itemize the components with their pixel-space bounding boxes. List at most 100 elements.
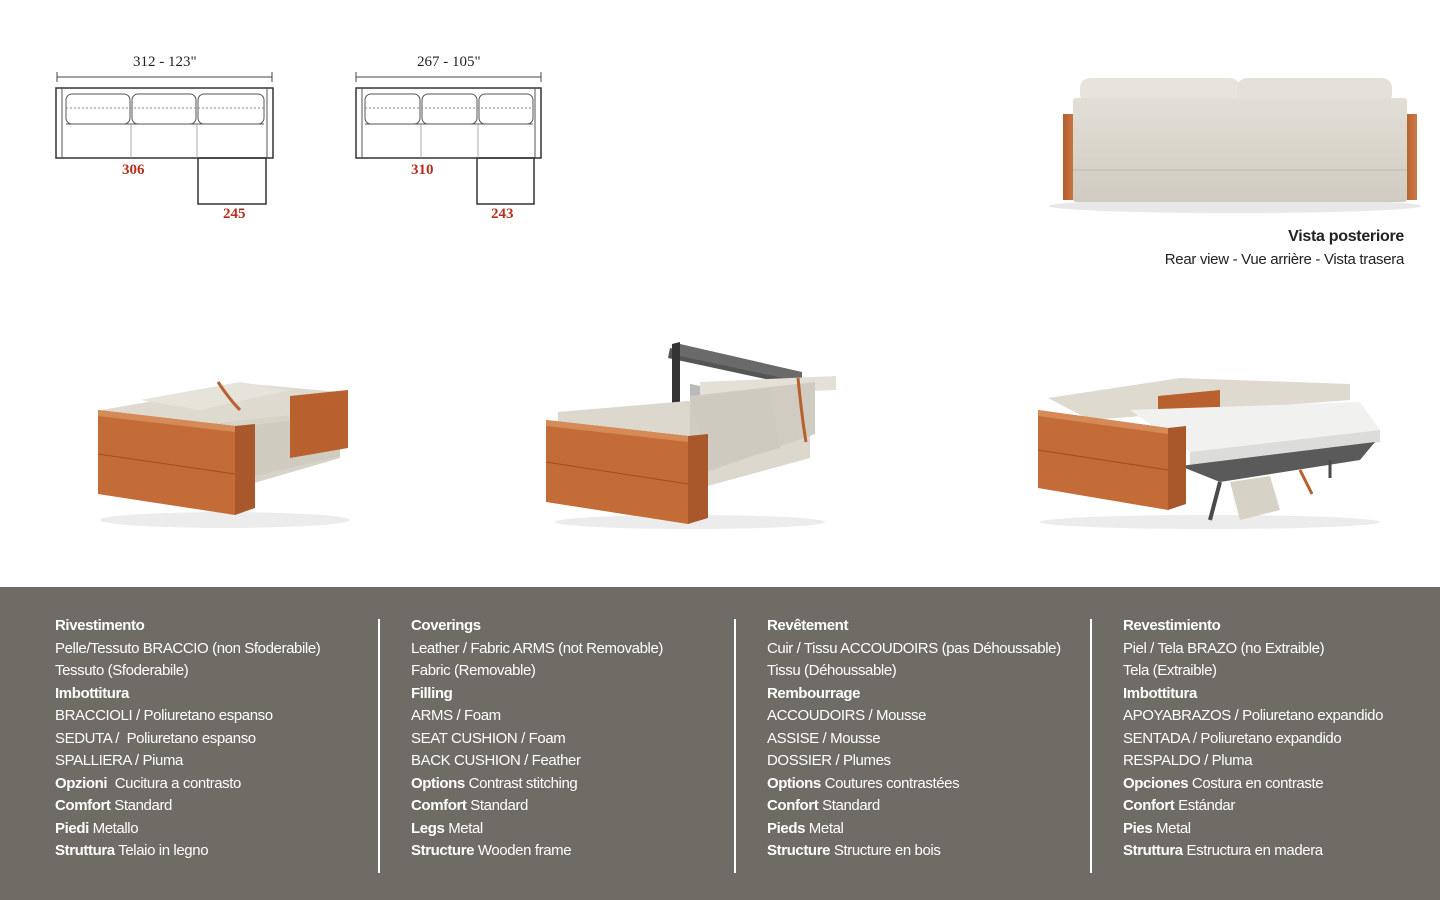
sofa-opening-image [545, 342, 836, 529]
spec-value: Cucitura a contrasto [107, 774, 242, 792]
spec-line: Legs Metal [411, 818, 663, 841]
spec-label: Coverings [411, 617, 481, 634]
overall-dimension-label: 312 - 123" [133, 54, 197, 70]
spec-line: Opciones Costura en contraste [1123, 773, 1383, 796]
spec-value: Piel / Tela BRAZO (no Extraible) [1123, 639, 1325, 657]
spec-value: Structure en bois [830, 842, 941, 859]
spec-value: APOYABRAZOS / Poliuretano expandido [1123, 707, 1384, 724]
spec-label: Confort [1123, 797, 1175, 814]
spec-line: Piedi Metallo [55, 818, 320, 841]
spec-line: Options Coutures contrastées [767, 773, 1061, 796]
spec-line: Revêtement [767, 615, 1061, 638]
spec-line: RESPALDO / Pluma [1123, 750, 1383, 773]
spec-label: Rivestimento [55, 617, 145, 634]
sofa-bed-open-image [1037, 378, 1380, 529]
spec-label: Confort [767, 797, 819, 814]
spec-value: Contrast stitching [464, 774, 578, 792]
column-divider [1090, 619, 1092, 873]
spec-label: Opciones [1123, 774, 1189, 792]
spec-line: Cuir / Tissu ACCOUDOIRS (pas Déhoussable… [767, 638, 1061, 661]
spec-line: Coverings [411, 615, 663, 638]
sofa-rear-view-image [1049, 78, 1421, 213]
spec-line: SEAT CUSHION / Foam [411, 728, 663, 751]
spec-value: ACCOUDOIRS / Mousse [767, 707, 927, 724]
spec-value: SEAT CUSHION / Foam [411, 729, 566, 747]
spec-line: ASSISE / Mousse [767, 728, 1061, 751]
spec-label: Imbottitura [55, 684, 129, 702]
spec-line: APOYABRAZOS / Poliuretano expandido [1123, 705, 1383, 728]
spec-line: SPALLIERA / Piuma [55, 750, 320, 773]
spec-line: Rembourrage [767, 683, 1061, 706]
spec-label: Pieds [767, 819, 806, 837]
spec-line: ACCOUDOIRS / Mousse [767, 705, 1061, 728]
rear-view-subtitle: Rear view - Vue arrière - Vista trasera [1164, 251, 1405, 268]
spec-line: Tessuto (Sfoderabile) [55, 660, 320, 683]
dimension-diagram-2: 267 - 105" 310 243 [350, 50, 550, 230]
overall-dimension-label: 267 - 105" [417, 54, 481, 70]
spec-value: BACK CUSHION / Feather [411, 752, 581, 769]
spec-value: Metal [1152, 819, 1191, 837]
spec-value: Tissu (Déhoussable) [767, 662, 897, 679]
spec-value: Pelle/Tessuto BRACCIO (non Sfoderabile) [55, 639, 321, 657]
spec-label: Piedi [55, 819, 89, 837]
spec-label: Structure [411, 842, 475, 859]
chaise-length-label: 245 [223, 206, 246, 222]
spec-line: SENTADA / Poliuretano expandido [1123, 728, 1383, 751]
chaise-length-label: 243 [491, 206, 514, 222]
rear-view-caption: Vista posteriore Rear view - Vue arrière… [1164, 228, 1405, 268]
sofa-length-label: 310 [411, 162, 434, 178]
spec-value: Standard [466, 797, 528, 814]
spec-label: Rembourrage [767, 684, 861, 702]
spec-value: Cuir / Tissu ACCOUDOIRS (pas Déhoussable… [767, 639, 1061, 657]
spec-label: Legs [411, 819, 445, 837]
spec-value: BRACCIOLI / Poliuretano espanso [55, 707, 273, 724]
spec-value: SEDUTA / Poliuretano espanso [55, 729, 256, 747]
spec-value: Coutures contrastées [820, 774, 960, 792]
spec-line: Piel / Tela BRAZO (no Extraible) [1123, 638, 1383, 661]
spec-line: Fabric (Removable) [411, 660, 663, 683]
spec-label: Comfort [55, 797, 111, 814]
sofa-plan-drawing [55, 72, 274, 205]
spec-line: Confort Standard [767, 795, 1061, 818]
sofa-plan-drawing [355, 72, 542, 205]
spec-line: DOSSIER / Plumes [767, 750, 1061, 773]
spec-line: Comfort Standard [411, 795, 663, 818]
spec-line: BACK CUSHION / Feather [411, 750, 663, 773]
spec-value: Estándar [1174, 797, 1235, 814]
spec-line: Struttura Estructura en madera [1123, 840, 1383, 863]
spec-line: Pies Metal [1123, 818, 1383, 841]
spec-line: SEDUTA / Poliuretano espanso [55, 728, 320, 751]
spec-label: Revestimiento [1123, 617, 1221, 634]
spec-value: Metal [444, 819, 483, 837]
spec-value: Tessuto (Sfoderabile) [55, 662, 189, 679]
spec-value: Tela (Extraible) [1123, 662, 1217, 679]
spec-line: Struttura Telaio in legno [55, 840, 320, 863]
spec-label: Pies [1123, 819, 1153, 837]
spec-line: Structure Structure en bois [767, 840, 1061, 863]
spec-line: BRACCIOLI / Poliuretano espanso [55, 705, 320, 728]
spec-line: Tela (Extraible) [1123, 660, 1383, 683]
spec-line: Pieds Metal [767, 818, 1061, 841]
spec-line: Pelle/Tessuto BRACCIO (non Sfoderabile) [55, 638, 321, 661]
spec-label: Opzioni [55, 774, 108, 792]
spec-value: Metallo [88, 819, 139, 837]
spec-label: Struttura [1123, 842, 1183, 859]
spec-label: Options [767, 774, 821, 792]
spec-value: Standard [110, 797, 172, 814]
spec-line: Imbottitura [55, 683, 320, 706]
spec-label: Options [411, 774, 465, 792]
spec-value: Fabric (Removable) [411, 662, 536, 679]
spec-value: SENTADA / Poliuretano expandido [1123, 729, 1342, 747]
spec-line: Options Contrast stitching [411, 773, 663, 796]
spec-value: SPALLIERA / Piuma [55, 752, 183, 769]
spec-line: Confort Estándar [1123, 795, 1383, 818]
spec-label: Filling [411, 684, 453, 702]
spec-value: Wooden frame [474, 842, 572, 859]
dimension-diagram-1: 312 - 123" 306 245 [50, 50, 290, 230]
spec-value: RESPALDO / Pluma [1123, 752, 1253, 769]
spec-label: Structure [767, 842, 831, 859]
spec-label: Revêtement [767, 617, 849, 634]
